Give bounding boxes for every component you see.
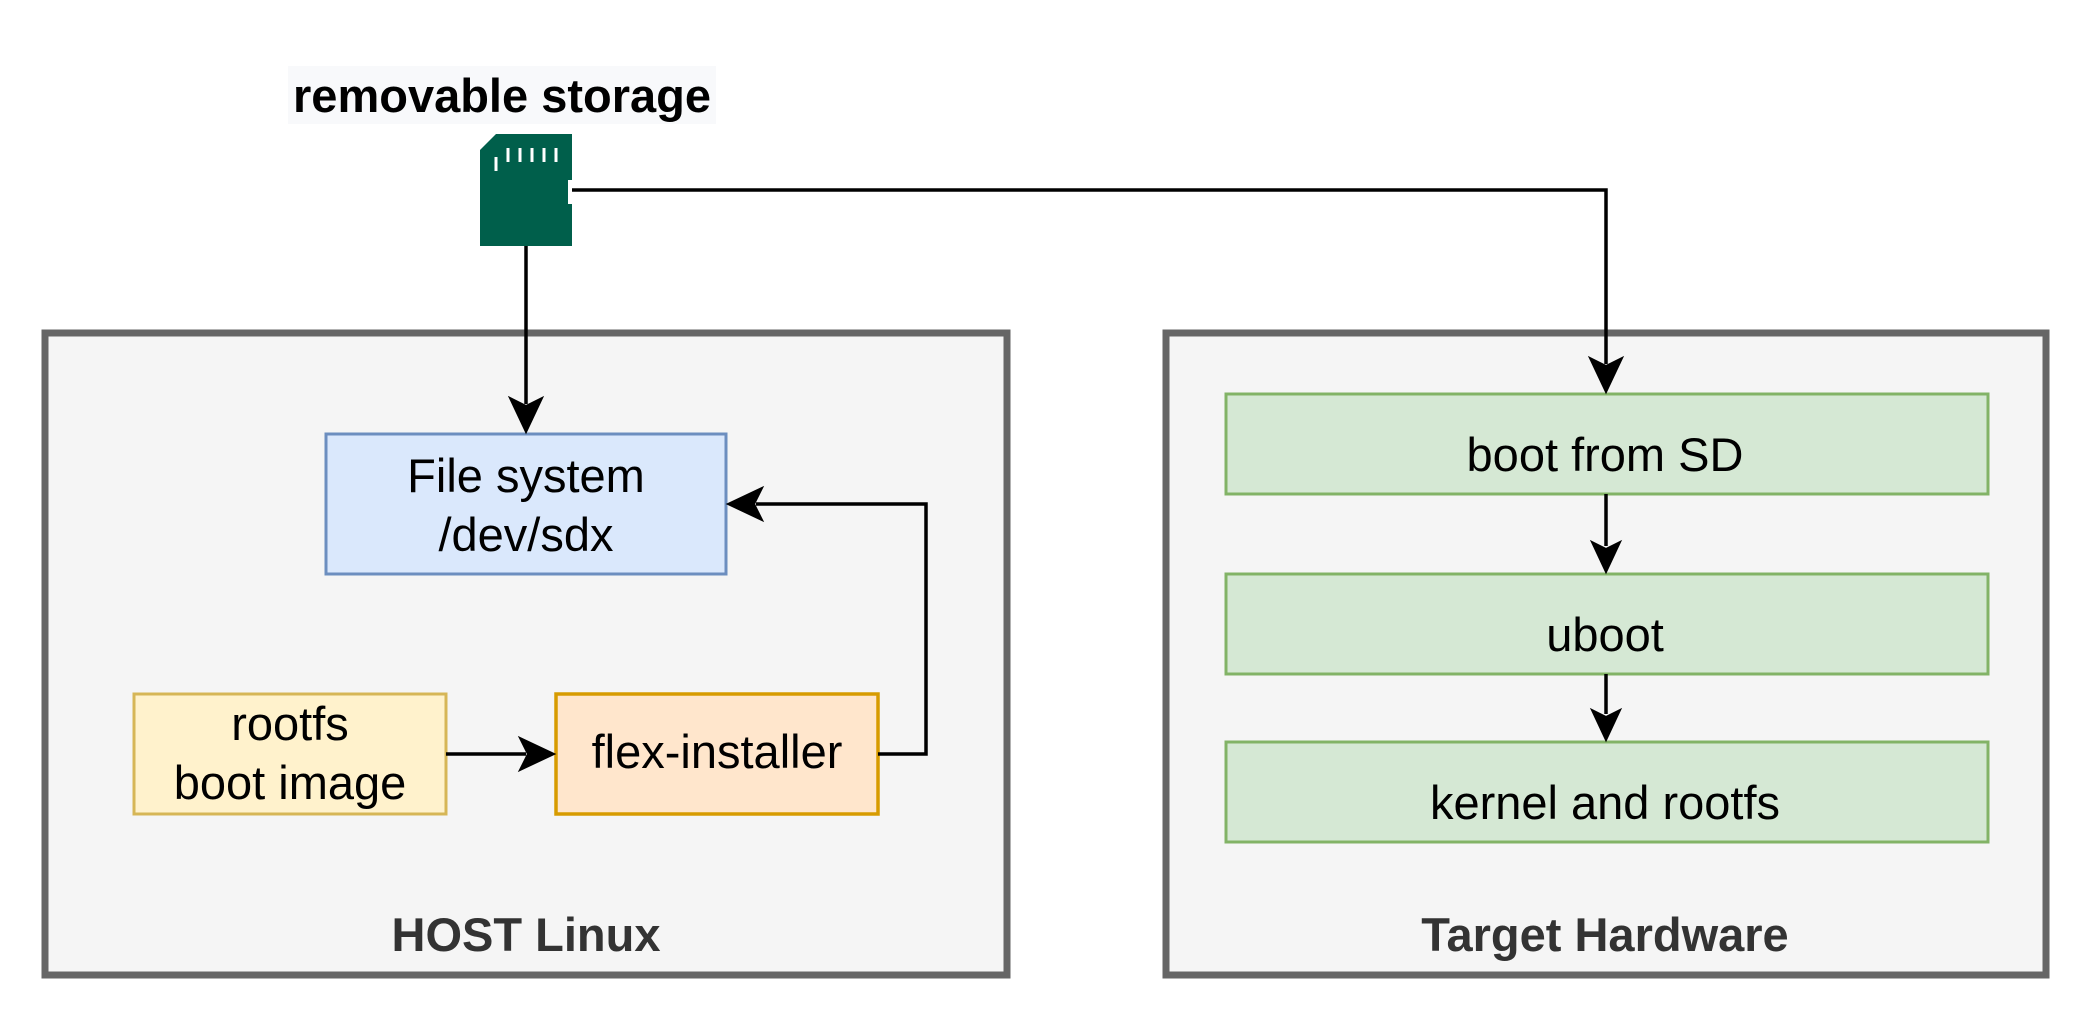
edge-uboot-to-kernel — [1589, 674, 1623, 743]
sd-card-body — [480, 134, 572, 246]
edge-bootsd-to-uboot — [1589, 494, 1623, 575]
host-linux-title: HOST Linux — [392, 908, 661, 961]
step-kernel-and-rootfs[interactable]: kernel and rootfs — [1224, 740, 1990, 844]
rootfs-box-line1: rootfs — [231, 697, 349, 750]
sd-card-contacts — [494, 148, 558, 171]
filesystem-box-line1: File system — [407, 449, 645, 502]
arrowhead-down — [507, 395, 545, 435]
rootfs-box-frame — [132, 692, 448, 816]
filesystem-box-line2: /dev/sdx — [438, 508, 613, 561]
target-hardware-title: Target Hardware — [1421, 908, 1788, 961]
arrowhead-down — [1587, 355, 1625, 395]
rootfs-boot-image-box[interactable]: rootfs boot image — [132, 692, 448, 816]
edge-storage-to-target — [572, 188, 1625, 395]
edge-rootfs-to-installer — [446, 735, 557, 773]
step-uboot[interactable]: uboot — [1224, 572, 1990, 676]
sd-card-icon[interactable] — [480, 134, 572, 246]
step-kernel-and-rootfs-label: kernel and rootfs — [1430, 776, 1780, 829]
flex-installer-box-frame — [554, 692, 880, 816]
flex-installer-box-label: flex-installer — [592, 725, 843, 778]
step-boot-from-sd-label: boot from SD — [1467, 428, 1744, 481]
storage-label: removable storage — [293, 69, 711, 122]
filesystem-box[interactable]: File system /dev/sdx — [324, 432, 728, 576]
storage-label-background — [288, 66, 716, 124]
arrowhead-down — [1589, 539, 1623, 575]
flex-installer-box[interactable]: flex-installer — [554, 692, 880, 816]
step-boot-from-sd[interactable]: boot from SD — [1224, 392, 1990, 496]
arrowhead-left — [725, 485, 765, 523]
rootfs-box-line2: boot image — [174, 756, 407, 809]
edge-installer-to-filesystem — [725, 485, 928, 756]
arrowhead-right — [517, 735, 557, 773]
step-uboot-label: uboot — [1546, 608, 1664, 661]
arrowhead-down — [1589, 707, 1623, 743]
edge-storage-to-filesystem — [507, 246, 545, 435]
filesystem-box-frame — [324, 432, 728, 576]
step-kernel-and-rootfs-frame — [1224, 740, 1990, 844]
